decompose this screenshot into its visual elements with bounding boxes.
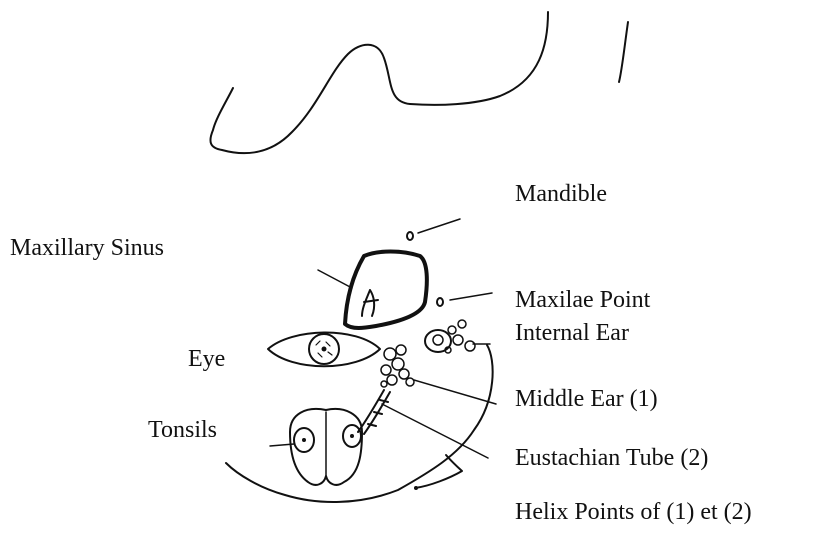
maxilae-point: [437, 298, 443, 306]
eustachian-tube-leader: [382, 404, 488, 458]
label-maxillary-sinus: Maxillary Sinus: [10, 236, 164, 260]
lobe-outline: [226, 345, 493, 502]
helix-upper-outline: [210, 12, 548, 153]
middle-ear-cluster: [381, 345, 414, 387]
middle-ear-leader: [414, 380, 496, 404]
mandible-point: [407, 232, 413, 240]
label-middle-ear: Middle Ear (1): [515, 387, 658, 411]
helix-notch: [415, 455, 462, 488]
tonsil-right-point: [350, 434, 354, 438]
maxilae-point-leader: [450, 293, 492, 300]
maxillary-sinus-leader: [318, 270, 352, 288]
internal-ear-cluster: [425, 320, 475, 353]
helix-upper-right-stroke: [619, 22, 628, 82]
label-internal-ear: Internal Ear: [515, 321, 629, 345]
helix-point-dot: [414, 486, 418, 490]
label-mandible: Mandible: [515, 182, 607, 206]
maxillary-sinus-region: [345, 252, 427, 329]
label-tonsils: Tonsils: [148, 418, 217, 442]
label-eustachian-tube: Eustachian Tube (2): [515, 446, 708, 470]
label-maxilae-point: Maxilae Point: [515, 288, 650, 312]
eye-pupil: [322, 347, 327, 352]
tonsil-left-point: [302, 438, 306, 442]
mandible-leader: [418, 219, 460, 233]
label-eye: Eye: [188, 347, 225, 371]
label-helix-points: Helix Points of (1) et (2): [515, 500, 752, 524]
maxillary-sinus-inner-mark: [362, 290, 378, 316]
eustachian-tube: [358, 390, 390, 434]
